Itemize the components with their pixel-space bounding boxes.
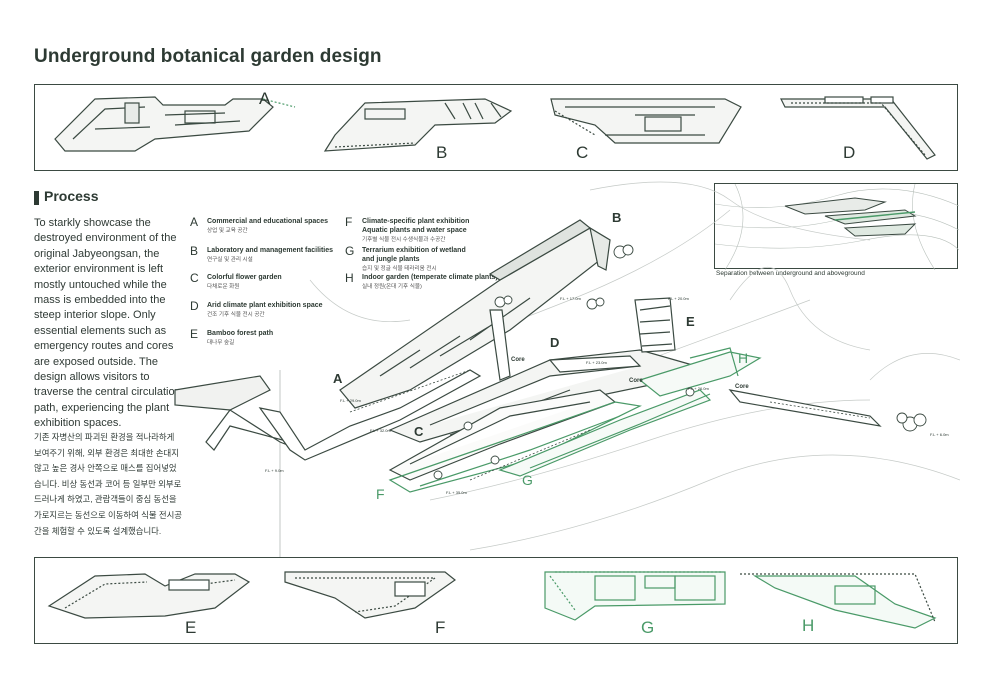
legend-letter: B (190, 244, 199, 258)
legend-en: Bamboo forest path (207, 330, 274, 337)
legend-en: Commercial and educational spaces (207, 218, 328, 225)
plan-label-a: A (259, 89, 271, 108)
legend-letter: G (345, 244, 355, 258)
legend-ko: 다채로운 화원 (207, 284, 240, 290)
legend-letter: C (190, 271, 199, 285)
core-label-2: Core (629, 378, 643, 384)
plan-label-f: F (435, 618, 446, 637)
legend-ko: 대나무 숲길 (207, 340, 235, 346)
core-label-3: Core (735, 384, 749, 390)
section-bar (34, 191, 39, 205)
fl-label: F.L + 26.0m (688, 386, 709, 391)
legend-en: Arid climate plant exhibition space (207, 302, 323, 309)
axo-label-e: E (686, 314, 695, 329)
legend-item-h: H Indoor garden (temperate climate plant… (345, 271, 505, 294)
plan-label-b: B (436, 143, 448, 162)
process-heading: Process (44, 188, 99, 204)
legend-item-b: B Laboratory and management facilities 연… (190, 244, 340, 267)
legend-ko: 상업 및 교육 공간 (207, 228, 248, 234)
process-text-ko: 기존 자병산의 파괴된 환경을 적나라하게 보여주기 위해, 외부 환경은 최대… (34, 432, 182, 536)
fl-label: F.L + 6.0m (930, 432, 949, 437)
legend-ko: 실내 정원(온대 기후 식물) (362, 284, 422, 290)
legend-letter: D (190, 299, 199, 313)
legend-en: Indoor garden (temperate climate plants) (362, 274, 498, 281)
bottom-plans-drawing (47, 571, 937, 629)
axo-label-c: C (414, 424, 424, 439)
plan-label-h: H (802, 616, 815, 635)
axo-label-b: B (612, 210, 622, 225)
legend-item-g: G Terrarium exhibition of wetland and ju… (345, 244, 505, 275)
legend-letter: H (345, 271, 354, 285)
core-label-1: Core (511, 357, 525, 363)
legend-en: Terrarium exhibition of wetland and jung… (362, 247, 466, 263)
legend-ko: 습지 및 정글 식물 테라리움 전시 (362, 266, 437, 272)
fl-label: F.L + 17.0m (560, 296, 581, 301)
legend-item-d: D Arid climate plant exhibition space 건조… (190, 299, 340, 322)
plan-label-g: G (641, 618, 655, 637)
axo-label-h: H (738, 350, 749, 366)
page-title: Underground botanical garden design (34, 46, 382, 67)
fl-label: F.L + 9.0m (265, 468, 284, 473)
inset-panel (714, 183, 959, 270)
axo-label-a: A (333, 371, 343, 386)
plan-label-d: D (843, 143, 856, 162)
plan-label-e: E (185, 618, 197, 637)
legend-ko: 연구실 및 관리 시설 (207, 257, 253, 263)
legend-item-f: F Climate-specific plant exhibition Aqua… (345, 215, 505, 246)
legend-letter: F (345, 215, 353, 229)
fl-label: F.L + 23.0m (586, 360, 607, 365)
axo-label-d: D (550, 335, 560, 350)
top-plans-panel: A B C D (34, 84, 958, 171)
axo-label-g: G (522, 472, 533, 488)
legend-item-a: A Commercial and educational spaces 상업 및… (190, 215, 340, 238)
legend-letter: A (190, 215, 199, 229)
axonometric-drawing (174, 181, 960, 560)
legend-en: Laboratory and management facilities (207, 247, 334, 254)
fl-label: F.L + 20.0m (668, 296, 689, 301)
fl-label: F.L + 29.0m (340, 398, 361, 403)
inset-drawing (715, 184, 959, 270)
plan-label-c: C (576, 143, 589, 162)
legend-item-e: E Bamboo forest path 대나무 숲길 (190, 327, 340, 350)
legend-ko: 건조 기후 식물 전시 공간 (207, 312, 265, 318)
legend-letter: E (190, 327, 199, 341)
fl-label: F.L + 35.0m (446, 490, 467, 495)
legend-ko: 기후별 식물 전시 수생식물과 수공간 (362, 237, 446, 243)
legend-en: Climate-specific plant exhibition Aquati… (362, 218, 470, 234)
top-plans-drawing (54, 96, 936, 160)
legend-en: Colorful flower garden (207, 274, 282, 281)
inset-caption: Separation between underground and above… (716, 270, 865, 277)
process-text-en: To starkly showcase the destroyed enviro… (34, 217, 181, 430)
axo-label-f: F (376, 486, 385, 502)
legend-item-c: C Colorful flower garden 다채로운 화원 (190, 271, 340, 294)
bottom-plans-panel: E F G H (34, 557, 958, 644)
fl-label: F.L + 32.0m (370, 428, 391, 433)
